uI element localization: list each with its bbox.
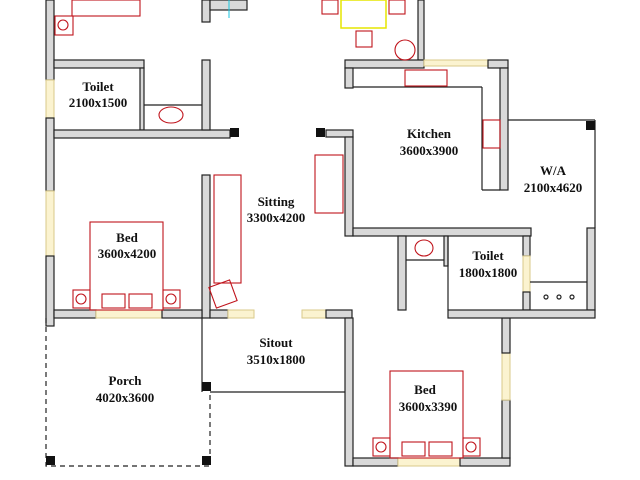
sofa — [213, 174, 242, 284]
room-name: Toilet — [472, 248, 504, 263]
window — [397, 457, 461, 467]
armchair — [208, 279, 238, 309]
dining-table — [340, 0, 387, 29]
window — [45, 190, 55, 257]
window — [423, 59, 489, 67]
washbasin-icon — [414, 239, 434, 257]
room-size: 4020x3600 — [96, 390, 155, 405]
window — [45, 79, 55, 119]
columns — [46, 121, 595, 465]
sofa — [314, 154, 344, 214]
room-size: 3600x3900 — [400, 143, 459, 158]
room-size: 3300x4200 — [247, 210, 306, 225]
room-size: 2100x4620 — [524, 180, 583, 195]
kitchen-sink — [404, 69, 448, 87]
window — [501, 352, 511, 401]
stove-icon — [543, 294, 575, 300]
washbasin-icon — [158, 106, 184, 124]
room-name: Sitout — [259, 335, 293, 350]
porch-outline — [45, 318, 211, 467]
room-size: 1800x1800 — [459, 265, 518, 280]
room-size: 3600x3390 — [399, 399, 458, 414]
walls — [45, 0, 596, 467]
bed — [89, 221, 164, 311]
room-name: Bed — [116, 230, 138, 245]
bed — [389, 370, 464, 459]
window — [95, 309, 163, 319]
room-name: W/A — [540, 163, 567, 178]
washbasin-icon — [394, 39, 416, 61]
bed-top — [71, 0, 141, 17]
window — [301, 309, 327, 319]
furniture — [54, 0, 575, 459]
room-size: 3510x1800 — [247, 352, 306, 367]
room-labels: Toilet 2100x1500 Sitting 3300x4200 Bed 3… — [69, 79, 583, 414]
room-name: Porch — [109, 373, 143, 388]
room-name: Toilet — [82, 79, 114, 94]
window — [522, 255, 531, 293]
window — [227, 309, 255, 319]
room-size: 2100x1500 — [69, 95, 128, 110]
cooktop — [482, 119, 501, 149]
room-name: Sitting — [258, 194, 295, 209]
room-name: Kitchen — [407, 126, 452, 141]
room-name: Bed — [414, 382, 436, 397]
room-size: 3600x4200 — [98, 246, 157, 261]
